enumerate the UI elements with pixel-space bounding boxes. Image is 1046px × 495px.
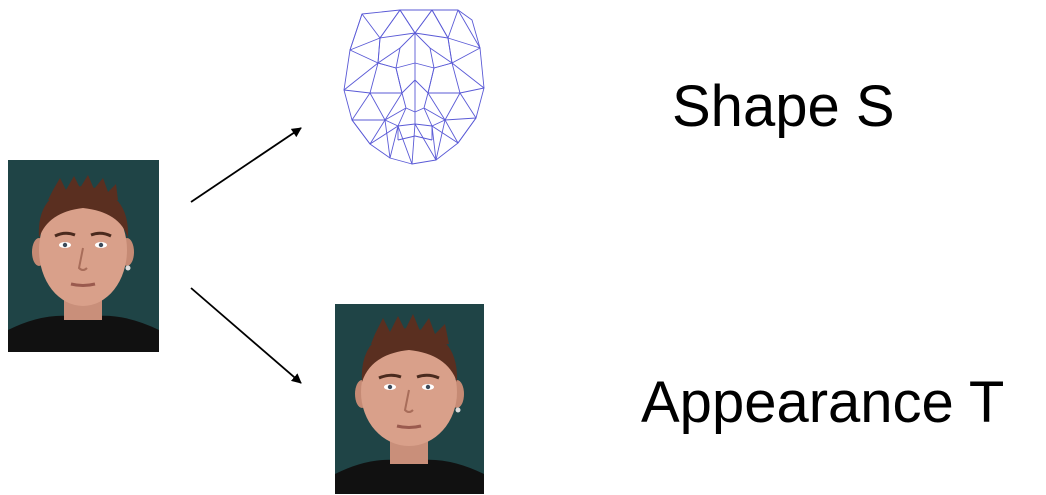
appearance-face-photo	[335, 304, 484, 494]
arrow-to-shape	[190, 127, 302, 203]
face-illustration-appearance	[335, 304, 484, 494]
arrow-to-appearance	[190, 287, 302, 384]
shape-mesh-icon	[343, 9, 485, 165]
shape-label: Shape S	[672, 74, 895, 139]
input-face-photo	[8, 160, 159, 352]
face-illustration-input	[8, 160, 159, 352]
appearance-label: Appearance T	[641, 370, 1005, 435]
